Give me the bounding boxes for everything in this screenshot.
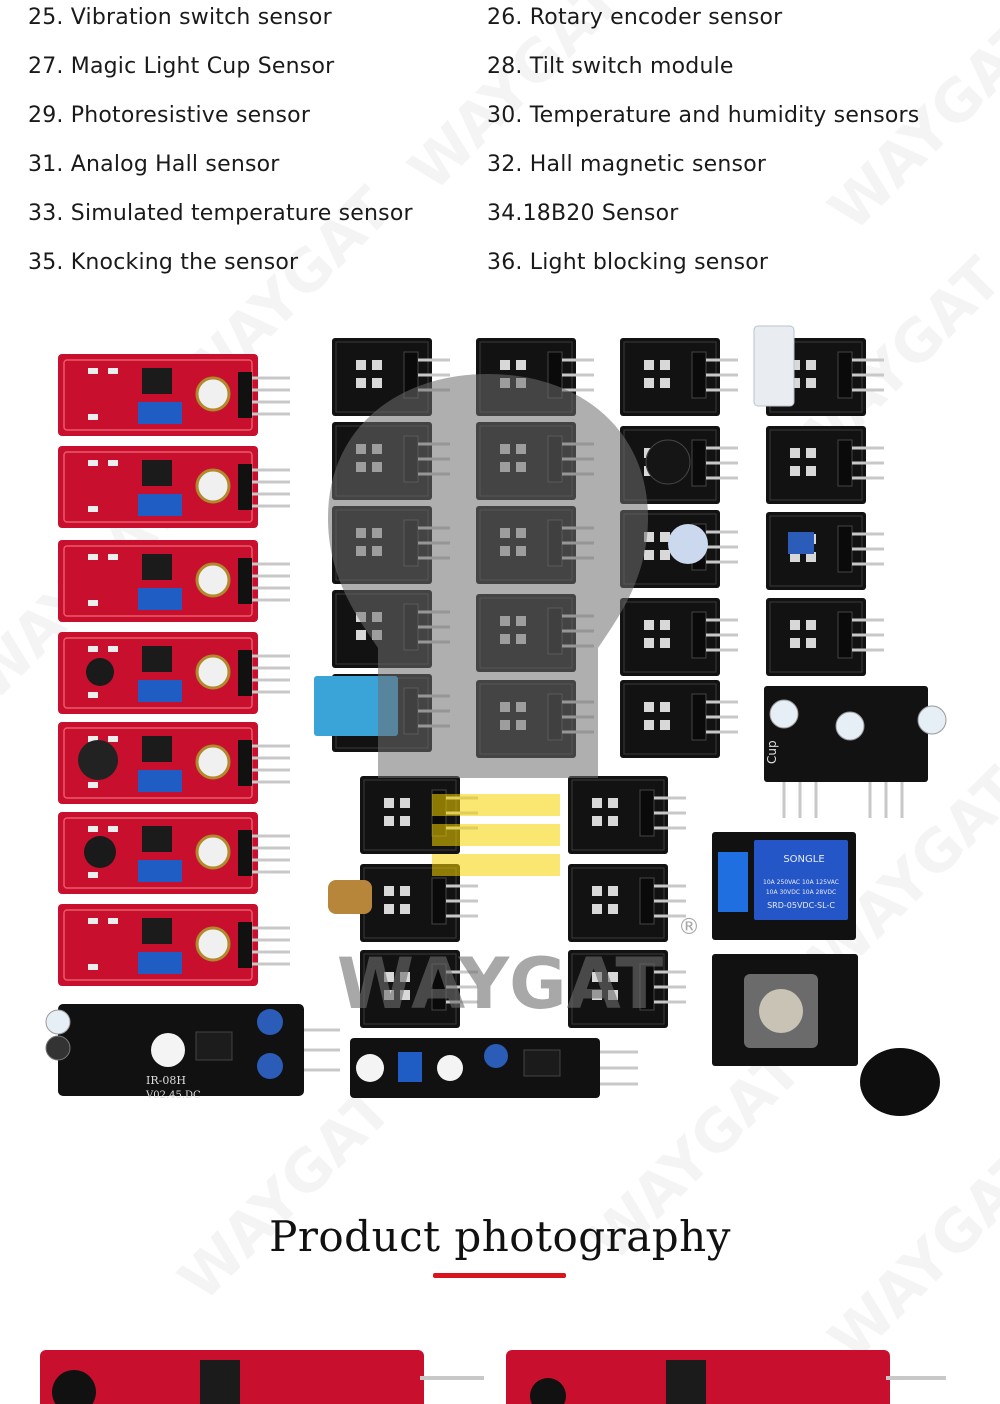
relay-spec-label: 10A 30VDC 10A 28VDC — [766, 889, 836, 896]
relay-model-label: SRD-05VDC-SL-C — [767, 901, 835, 910]
brand-logo — [328, 374, 648, 876]
sensor-kit-photo: IR-08H V02.45.DC Cup — [45, 325, 947, 1116]
list-item: 33. Simulated temperature sensor — [28, 201, 413, 226]
ir-module-label: IR-08H — [146, 1074, 186, 1087]
cup-label: Cup — [765, 740, 779, 764]
list-item: 26. Rotary encoder sensor — [487, 5, 783, 30]
list-item: 32. Hall magnetic sensor — [487, 152, 767, 177]
section-title: Product photography — [269, 1212, 731, 1261]
list-item: 29. Photoresistive sensor — [28, 103, 311, 128]
product-photo-preview — [40, 1350, 946, 1404]
list-item: 31. Analog Hall sensor — [28, 152, 280, 177]
title-underline — [433, 1273, 566, 1278]
list-item: 28. Tilt switch module — [487, 54, 734, 79]
list-item: 34.18B20 Sensor — [487, 201, 679, 226]
list-item: 27. Magic Light Cup Sensor — [28, 54, 335, 79]
list-item: 36. Light blocking sensor — [487, 250, 769, 275]
list-item: 25. Vibration switch sensor — [28, 5, 332, 30]
list-item: 35. Knocking the sensor — [28, 250, 299, 275]
ir-version-label: V02.45.DC — [145, 1090, 201, 1101]
brand-logo-text: WAYGAT — [337, 943, 663, 1025]
registered-mark: ® — [678, 915, 700, 940]
list-item: 30. Temperature and humidity sensors — [487, 103, 920, 128]
relay-brand-label: SONGLE — [783, 854, 824, 865]
relay-spec-label: 10A 250VAC 10A 125VAC — [763, 879, 839, 886]
